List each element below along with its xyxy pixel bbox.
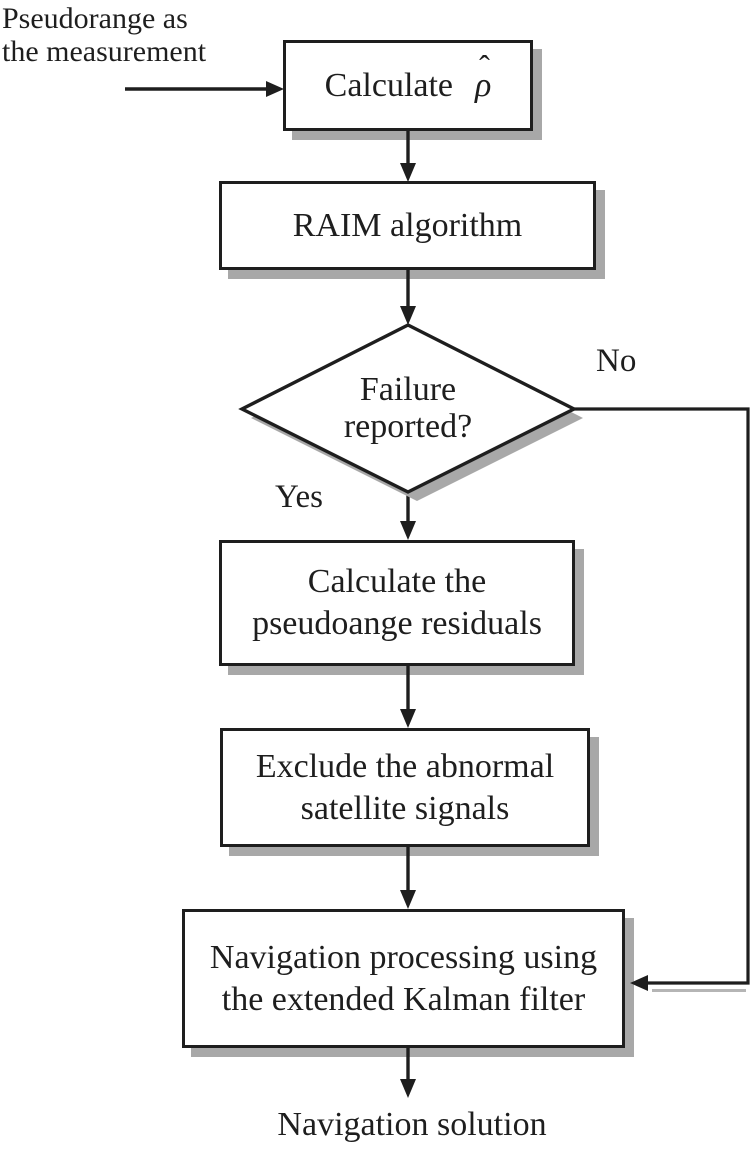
arrow-decision-to-residuals (400, 492, 416, 540)
residuals-line2: pseudoange residuals (252, 605, 542, 642)
decision-line2: reported? (343, 408, 473, 445)
arrow-calc-to-raim (400, 131, 416, 182)
arrow-residuals-to-exclude (400, 666, 416, 728)
calc-rho-prefix: Calculate (324, 66, 454, 104)
arrow-raim-to-decision (400, 270, 416, 325)
process-box-kalman-filter: Navigation processing using the extended… (182, 909, 625, 1048)
annotation-line2: the measurement (2, 35, 207, 68)
arrow-exclude-to-kalman (400, 847, 416, 909)
circumflex-hat: ˆ (479, 48, 490, 85)
rho-glyph: ρ (475, 66, 492, 104)
process-box-exclude-abnormal: Exclude the abnormal satellite signals (220, 728, 590, 847)
residuals-line1: Calculate the (307, 563, 487, 600)
kalman-line2: the extended Kalman filter (221, 980, 586, 1018)
kalman-line1: Navigation processing using (209, 938, 598, 976)
process-box-pseudorange-residuals: Calculate the pseudoange residuals (219, 540, 575, 666)
exclude-line1: Exclude the abnormal (255, 747, 555, 785)
input-arrow (125, 81, 284, 97)
raim-label: RAIM algorithm (292, 206, 523, 244)
navigation-solution-label: Navigation solution (277, 1106, 547, 1143)
yes-branch-label: Yes (275, 479, 324, 515)
no-branch-label: No (596, 343, 637, 379)
decision-label: Failure reported? (308, 371, 508, 445)
exclude-line2: satellite signals (300, 789, 510, 827)
process-box-raim-algorithm: RAIM algorithm (219, 181, 596, 270)
arrow-kalman-to-output (400, 1048, 416, 1098)
decision-line1: Failure (359, 371, 457, 408)
annotation-line1: Pseudorange as (2, 2, 188, 35)
no-branch-connector (574, 407, 750, 992)
input-annotation: Pseudorange as the measurement (2, 2, 206, 68)
